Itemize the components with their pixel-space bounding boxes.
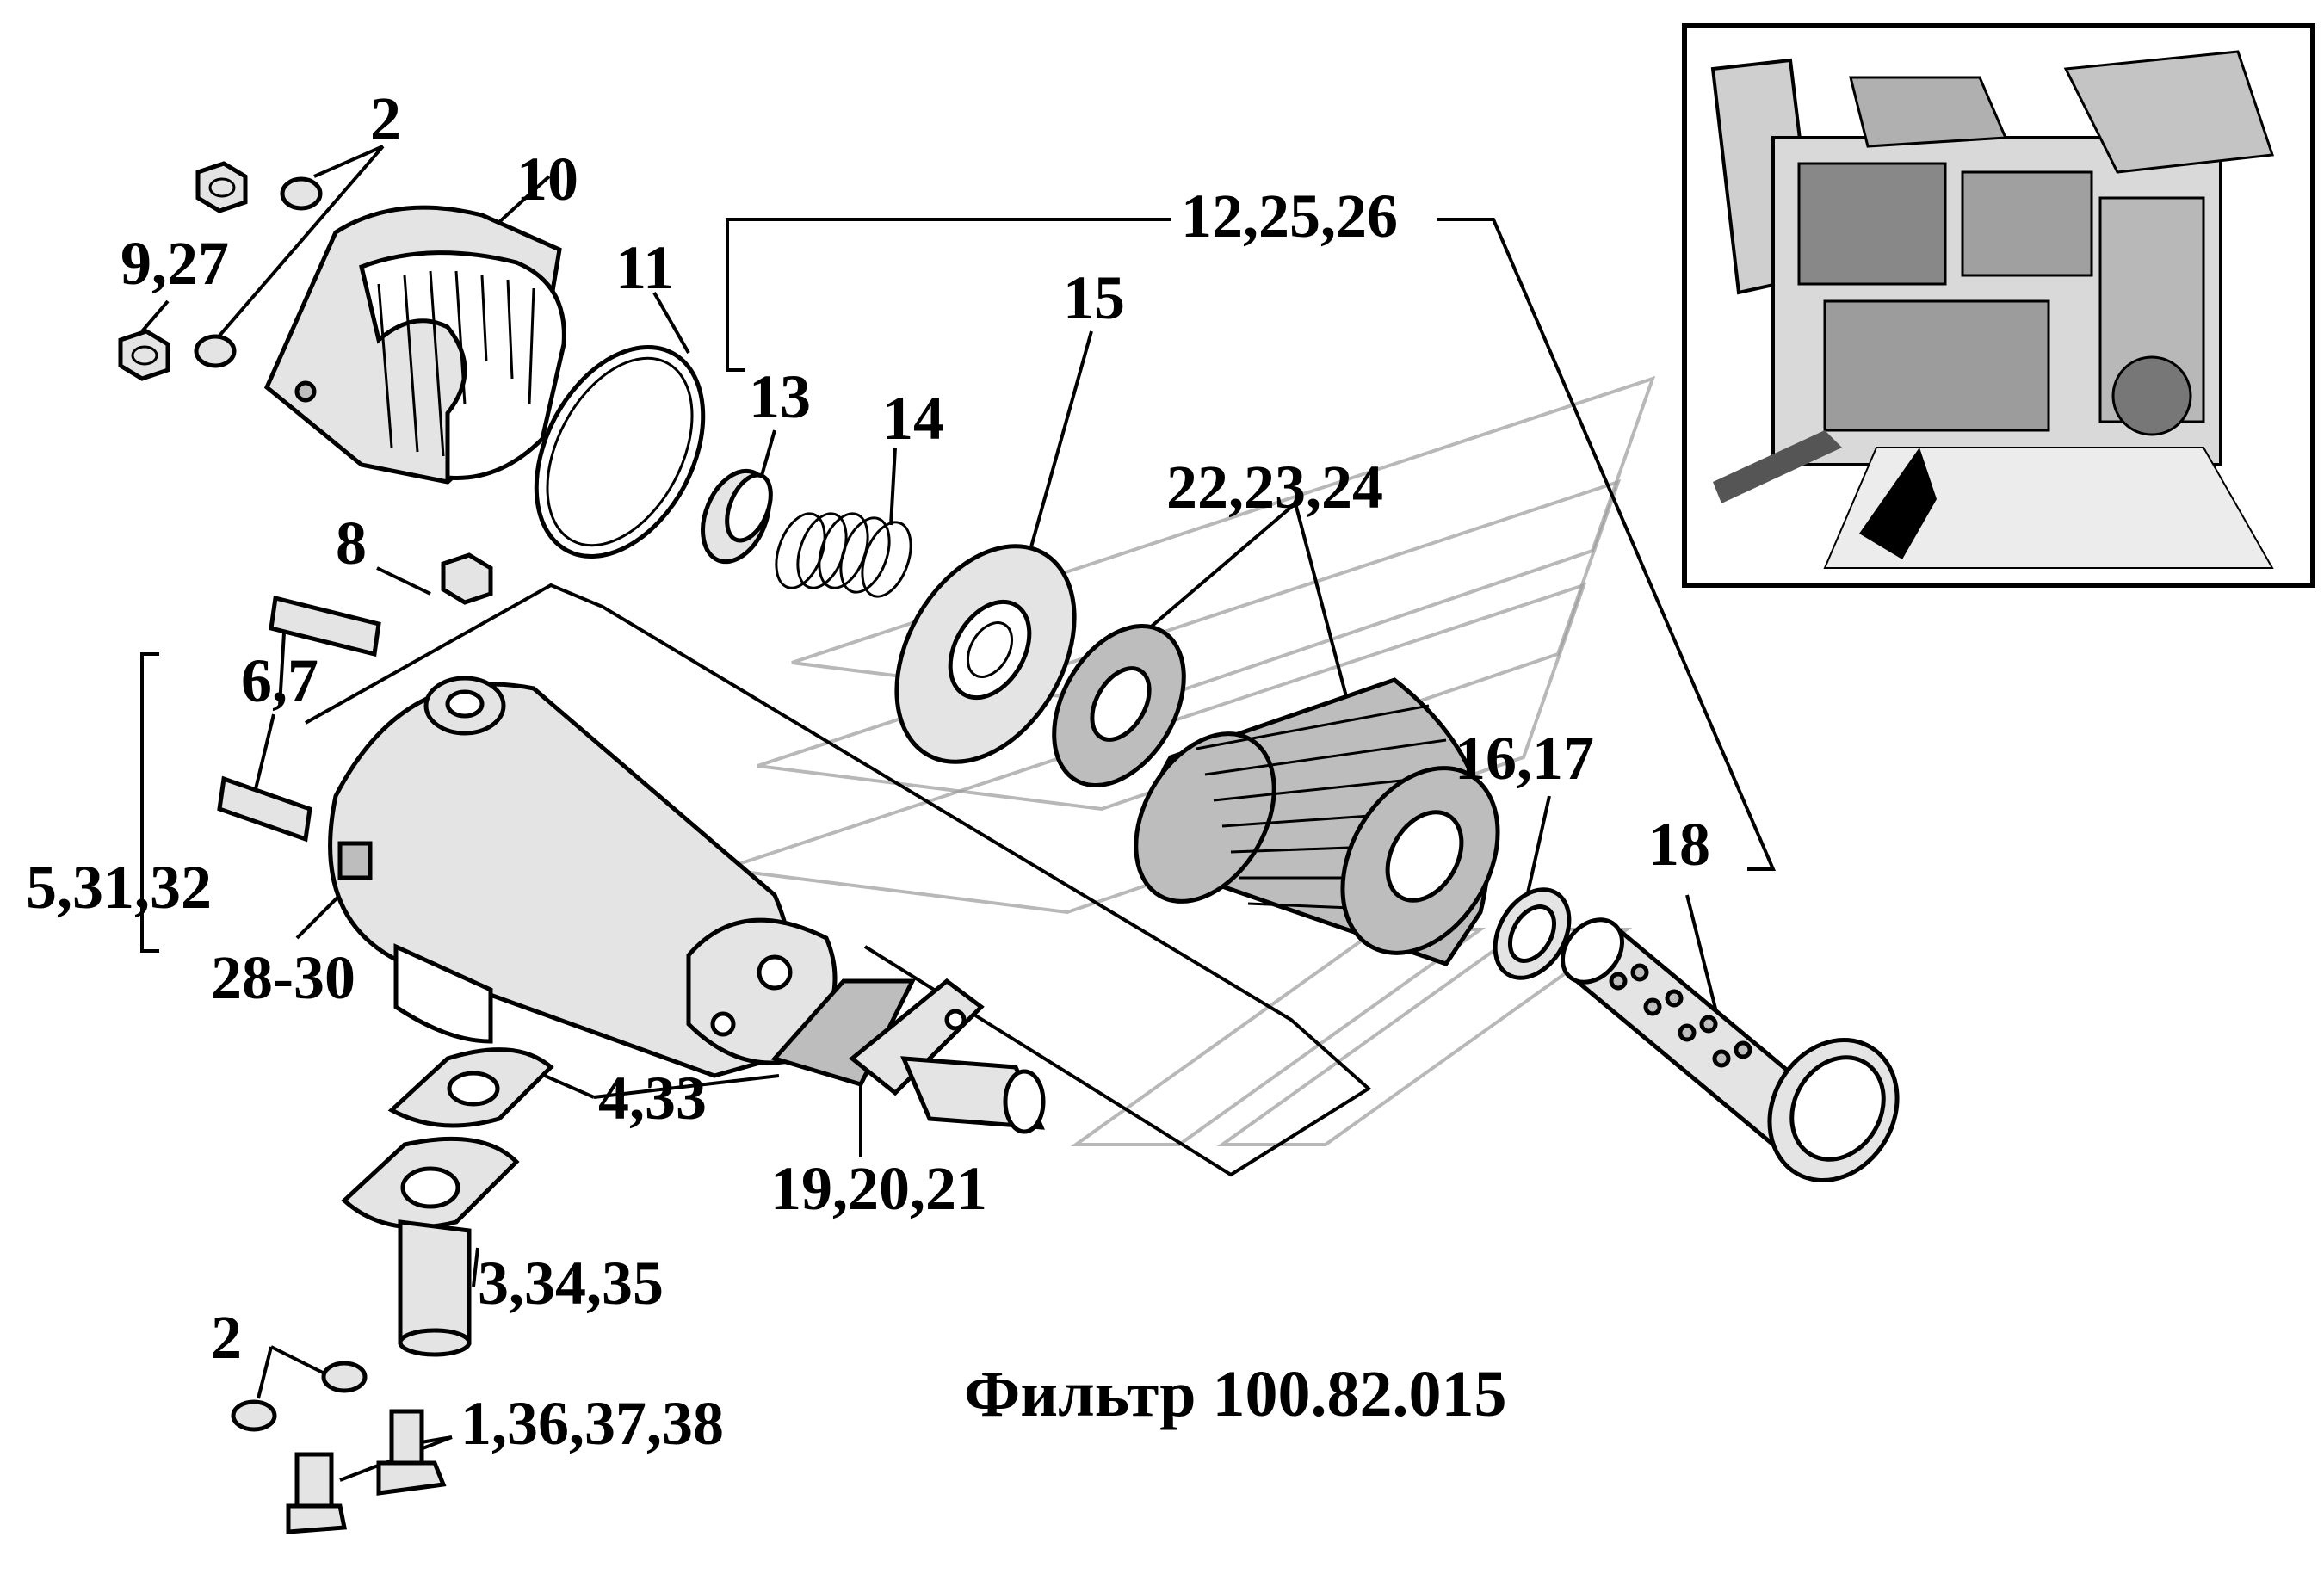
stud-7 <box>217 775 312 843</box>
callout-11: 11 <box>615 233 674 302</box>
oring-11 <box>534 344 706 559</box>
callout-8: 8 <box>336 509 367 577</box>
nut-27 <box>118 329 170 381</box>
bolt-1 <box>376 1409 447 1496</box>
callout-2-top: 2 <box>370 84 401 153</box>
callout-19-20-21: 19,20,21 <box>770 1154 987 1223</box>
callout-15: 15 <box>1063 263 1125 332</box>
callout-10: 10 <box>516 145 578 213</box>
callout-9-27: 9,27 <box>121 229 229 298</box>
callout-14: 14 <box>882 384 944 453</box>
filter-housing <box>328 676 838 1078</box>
inset-photo <box>1682 23 2315 588</box>
washer-2-bot1 <box>321 1361 368 1393</box>
spring-14 <box>775 512 912 598</box>
callout-12-25-26: 12,25,26 <box>1181 182 1398 250</box>
diagram-title: Фильтр 100.82.015 <box>964 1358 1507 1430</box>
callout-18: 18 <box>1648 810 1710 879</box>
callout-3-34-35: 3,34,35 <box>478 1249 664 1318</box>
callout-16-17: 16,17 <box>1455 724 1594 793</box>
washer-2-top <box>280 176 323 211</box>
tube-18 <box>1561 917 1900 1183</box>
bolt-36 <box>286 1452 348 1534</box>
callout-2-bottom: 2 <box>211 1303 242 1372</box>
pipe-3 <box>341 1136 520 1357</box>
callout-22-23-24: 22,23,24 <box>1166 453 1383 522</box>
callout-labels: 2 9,27 10 11 12,25,26 13 14 15 22,23,24 … <box>26 84 1710 1458</box>
callout-1-36-37-38: 1,36,37,38 <box>460 1389 724 1458</box>
flange-19 <box>770 978 1046 1134</box>
callout-28-30: 28-30 <box>211 943 355 1012</box>
callout-13: 13 <box>749 362 811 431</box>
nut-9 <box>195 161 248 213</box>
filter-element <box>1134 677 1500 966</box>
nut-8 <box>441 552 493 605</box>
callout-6-7: 6,7 <box>241 646 318 715</box>
stud-6 <box>269 595 381 657</box>
callout-4-33: 4,33 <box>598 1064 707 1133</box>
filter-parts <box>118 161 1900 1534</box>
washer-2-bot2 <box>231 1399 277 1432</box>
washer-2-mid <box>194 334 237 368</box>
callout-5-31-32: 5,31,32 <box>26 853 212 922</box>
